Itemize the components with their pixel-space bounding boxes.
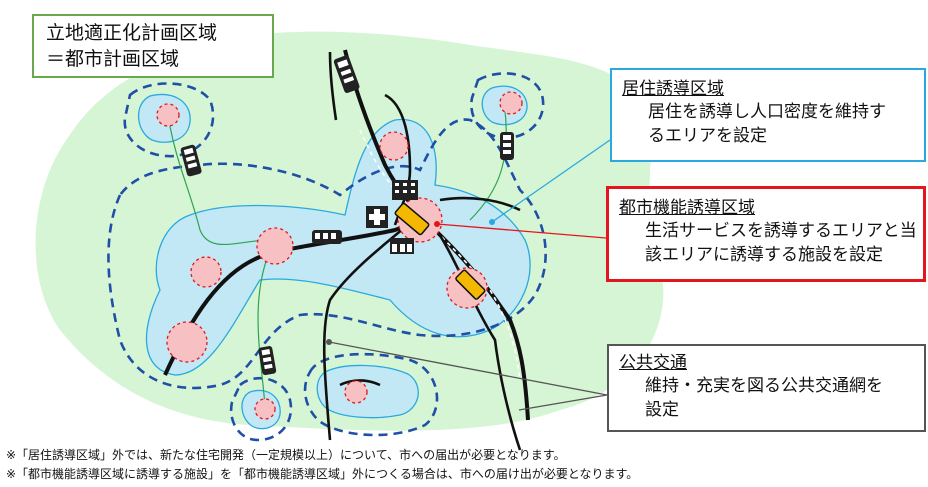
bus-icons: [180, 55, 514, 376]
planning-area-line1: 立地適正化計画区域: [46, 22, 218, 44]
bus-icon: [500, 132, 514, 160]
urban-function-area-desc-line1: 生活サービスを誘導するエリアと当: [645, 221, 917, 241]
residential-leader-line: [491, 139, 611, 223]
footnote-urban-facilities: ※「都市機能誘導区域に誘導する施設」を「都市機能誘導区域」外につくる場合は、市へ…: [6, 467, 639, 481]
bus-icon: [312, 230, 342, 244]
stations: [394, 202, 486, 300]
transport-leader-line-2: [518, 394, 608, 411]
urban-function-area-title: 都市機能誘導区域: [619, 198, 755, 218]
residential-area-title: 居住誘導区域: [622, 79, 724, 99]
dashed-boundaries: [107, 72, 547, 442]
urban-function-area-legend: 都市機能誘導区域 生活サービスを誘導するエリアと当 該エリアに誘導する施設を設定: [606, 186, 926, 282]
bus-icon: [180, 144, 202, 177]
office-building-icon: [392, 180, 418, 200]
transport-leader-dot: [326, 339, 332, 345]
residential-leader-dot: [489, 219, 495, 225]
planning-area-label: 立地適正化計画区域 ＝都市計画区域: [32, 14, 274, 78]
residential-area-desc-line1: 居住を誘導し人口密度を維持す: [648, 102, 886, 122]
residential-area-legend: 居住誘導区域 居住を誘導し人口密度を維持す るエリアを設定: [610, 68, 926, 162]
building-icons: [366, 180, 418, 254]
bus-routes: [167, 109, 507, 406]
public-transport-desc-line2: 設定: [645, 400, 679, 420]
public-transport-legend: 公共交通 維持・充実を図る公共交通網を 設定: [607, 344, 926, 432]
urban-leader-dot: [434, 221, 440, 227]
store-icon: [390, 238, 414, 254]
urban-function-area-desc-line2: 該エリアに誘導する施設を設定: [645, 245, 883, 265]
railway-dashes: [359, 129, 521, 381]
hospital-icon: [366, 206, 388, 228]
urban-leader-line: [436, 223, 607, 239]
residential-area-desc-line2: るエリアを設定: [648, 126, 767, 146]
public-transport-desc-line1: 維持・充実を図る公共交通網を: [645, 376, 883, 396]
residential-area-s: [316, 364, 419, 419]
public-transport-title: 公共交通: [619, 353, 687, 373]
bus-icon: [258, 346, 277, 376]
footnote-residential: ※「居住誘導区域」外では、新たな住宅開発（一定規模以上）について、市への届出が必…: [6, 448, 566, 462]
bus-icon: [333, 55, 360, 93]
planning-area-line2: ＝都市計画区域: [46, 48, 180, 70]
transport-leader-line-1: [328, 341, 608, 396]
